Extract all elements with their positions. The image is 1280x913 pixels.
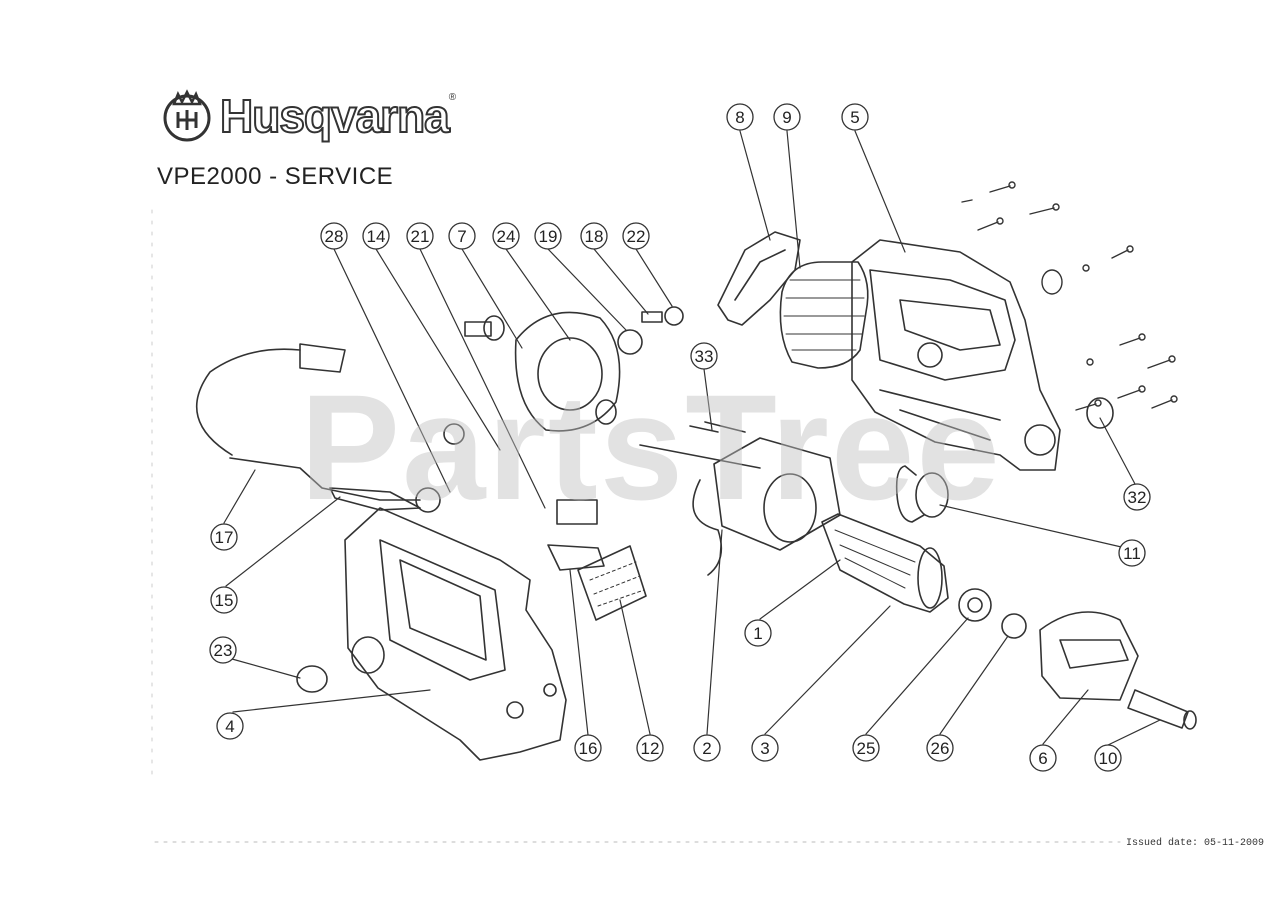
- svg-text:10: 10: [1099, 749, 1118, 768]
- svg-text:25: 25: [857, 739, 876, 758]
- svg-text:1: 1: [753, 624, 762, 643]
- svg-text:9: 9: [782, 108, 791, 127]
- svg-text:23: 23: [214, 641, 233, 660]
- callout-8: 8: [726, 103, 754, 131]
- svg-text:12: 12: [641, 739, 660, 758]
- svg-text:19: 19: [539, 227, 558, 246]
- svg-text:3: 3: [760, 739, 769, 758]
- svg-text:33: 33: [695, 347, 714, 366]
- tube-part: [1127, 689, 1197, 730]
- callout-18: 18: [580, 222, 608, 250]
- callout-6: 6: [1029, 744, 1057, 772]
- callout-26: 26: [926, 734, 954, 762]
- svg-text:16: 16: [579, 739, 598, 758]
- callout-22: 22: [622, 222, 650, 250]
- callout-1: 1: [744, 619, 772, 647]
- filter-grille-part: [577, 545, 647, 621]
- bearing-28: [443, 423, 465, 445]
- power-cord-part: [195, 343, 441, 513]
- stator-part: [692, 437, 841, 576]
- handle-housing-part: [344, 507, 567, 761]
- svg-text:17: 17: [215, 528, 234, 547]
- svg-text:14: 14: [367, 227, 386, 246]
- armature-part: [821, 513, 949, 613]
- gear-housing-part: [514, 311, 621, 432]
- svg-text:18: 18: [585, 227, 604, 246]
- callout-24: 24: [492, 222, 520, 250]
- leader-lines: [223, 130, 1161, 746]
- svg-text:28: 28: [325, 227, 344, 246]
- callout-25: 25: [852, 734, 880, 762]
- svg-text:4: 4: [225, 717, 234, 736]
- callout-15: 15: [210, 586, 238, 614]
- callout-10: 10: [1094, 744, 1122, 772]
- svg-text:15: 15: [215, 591, 234, 610]
- circlip-part-26: [1001, 613, 1027, 639]
- clamp-part: [329, 487, 421, 511]
- svg-text:7: 7: [457, 227, 466, 246]
- svg-text:32: 32: [1128, 488, 1147, 507]
- callout-23: 23: [209, 636, 237, 664]
- brush-leads-part: [639, 421, 761, 469]
- brand-wordmark: Husqvarna: [219, 89, 451, 143]
- registered-mark: ®: [448, 92, 457, 103]
- small-bearings: [443, 306, 684, 445]
- svg-text:24: 24: [497, 227, 516, 246]
- brand-logo: Husqvarna ®: [160, 84, 456, 148]
- bushing-19: [617, 329, 643, 355]
- diagram-title: VPE2000 - SERVICE: [157, 163, 394, 190]
- callout-3: 3: [751, 734, 779, 762]
- main-housing-part: [851, 239, 1061, 471]
- issued-date: Issued date: 05-11-2009: [1126, 838, 1265, 849]
- callout-16: 16: [574, 734, 602, 762]
- bushing-24: [483, 315, 505, 341]
- callout-19: 19: [534, 222, 562, 250]
- svg-text:6: 6: [1038, 749, 1047, 768]
- key-18: [641, 311, 663, 323]
- spacer-14: [464, 321, 492, 337]
- callout-9: 9: [773, 103, 801, 131]
- switch-part: [547, 499, 605, 571]
- callout-14: 14: [362, 222, 390, 250]
- callout-7: 7: [448, 222, 476, 250]
- callout-2: 2: [693, 734, 721, 762]
- screw-set: [961, 181, 1178, 411]
- svg-text:26: 26: [931, 739, 950, 758]
- callout-12: 12: [636, 734, 664, 762]
- knob-part-23: [296, 665, 328, 693]
- svg-text:21: 21: [411, 227, 430, 246]
- callout-4: 4: [216, 712, 244, 740]
- end-cover-part: [1039, 611, 1139, 701]
- plate-part: [1086, 397, 1114, 429]
- svg-text:5: 5: [850, 108, 859, 127]
- svg-text:11: 11: [1123, 544, 1141, 563]
- callout-11: 11: [1118, 539, 1146, 567]
- bearing-22: [664, 306, 684, 326]
- svg-text:8: 8: [735, 108, 744, 127]
- svg-text:22: 22: [627, 227, 646, 246]
- callout-28: 28: [320, 222, 348, 250]
- callout-33: 33: [690, 342, 718, 370]
- callout-32: 32: [1123, 483, 1151, 511]
- callout-21: 21: [406, 222, 434, 250]
- field-coil-part: [779, 261, 869, 369]
- bearing-part-25: [958, 588, 992, 622]
- crown-emblem-icon: [163, 89, 211, 142]
- callout-5: 5: [841, 103, 869, 131]
- callout-17: 17: [210, 523, 238, 551]
- svg-text:2: 2: [702, 739, 711, 758]
- callout-labels: 8 9 5 28 14 21 7 24 19 18 22 33 32 11 17…: [209, 103, 1151, 772]
- sleeve-part: [895, 465, 949, 523]
